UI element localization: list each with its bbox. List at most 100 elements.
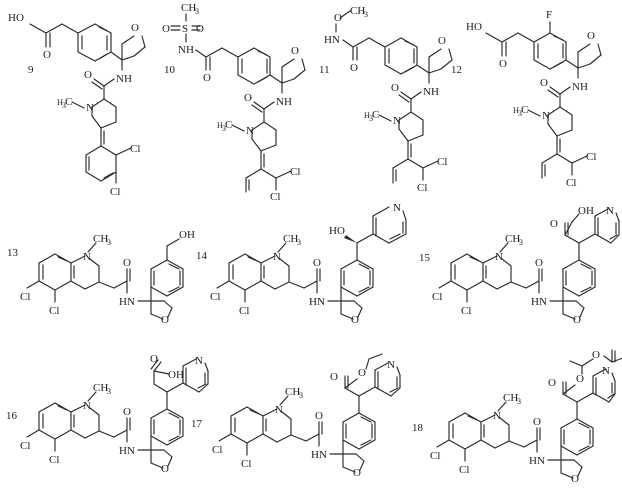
atom-label-Cl-4: Cl (130, 143, 140, 155)
structure-10: CH 3 S O O NH O (155, 0, 320, 203)
atom-label-ring-N: N (542, 110, 550, 122)
compound-label-16: 16 (6, 410, 17, 422)
atom-label-Cl-5: Cl (20, 440, 30, 452)
atom-label-amide-O: O (203, 72, 211, 84)
structure-11: O CH 3 HN O O (310, 0, 475, 200)
atom-label-Cl-4: Cl (239, 305, 249, 317)
atom-label-carbonyl-O: O (244, 92, 252, 104)
atom-label-Cl-4: Cl (49, 305, 59, 317)
atom-label-H3C-3: 3 (62, 101, 66, 110)
atom-label-Cl-5: Cl (270, 191, 280, 203)
atom-label-H3C-H: H (513, 106, 519, 115)
atom-label-pyridine-N: N (602, 365, 610, 377)
atom-label-S-O-left: O (162, 23, 170, 35)
atom-label-methoxy-O: O (334, 12, 342, 24)
atom-label-Cl-4: Cl (461, 305, 471, 317)
atom-label-Cl-4: Cl (241, 458, 251, 470)
atom-label-HN: HN (309, 296, 325, 308)
atom-label-ring-N: N (86, 102, 94, 114)
atom-label-NH: NH (116, 73, 132, 85)
atom-label-CH3-top-sub: 3 (195, 7, 199, 16)
compound-label-17: 17 (191, 418, 202, 430)
atom-label-pyridine-N: N (195, 355, 203, 367)
atom-label-pyridine-N: N (606, 205, 614, 217)
atom-label-Cl-5: Cl (110, 186, 120, 198)
atom-label-ester-O: O (576, 373, 584, 385)
atom-label-carbonyl-O: O (313, 257, 321, 269)
atom-label-CH3: CH (93, 233, 108, 245)
atom-label-HN: HN (311, 449, 327, 461)
compound-label-10: 10 (164, 64, 175, 76)
atom-label-Cl-4: Cl (437, 156, 447, 168)
atom-label-pyridine-N: N (387, 359, 395, 371)
atom-label-HN: HN (529, 455, 545, 467)
atom-label-NH: NH (276, 96, 292, 108)
atom-label-OH: OH (578, 205, 594, 217)
atom-label-Cl-5: Cl (432, 291, 442, 303)
atom-label-S: S (182, 23, 188, 35)
atom-label-oxetane-O: O (353, 467, 361, 479)
atom-label-amide-O: O (350, 62, 358, 74)
atom-label-ester-O: O (358, 367, 366, 379)
atom-label-CH3-sub: 3 (364, 10, 368, 19)
atom-label-ring-N: N (246, 125, 254, 137)
atom-label-ring-N: N (273, 251, 281, 263)
atom-label-Cl-5: Cl (430, 450, 440, 462)
atom-label-oxetane-O: O (587, 30, 595, 42)
atom-label-oxetane-O: O (438, 35, 446, 47)
atom-label-Cl-5: Cl (20, 291, 30, 303)
atom-label-NH: NH (572, 81, 588, 93)
atom-label-S-O-right: O (196, 23, 204, 35)
atom-label-ring-N: N (495, 251, 503, 263)
atom-label-O: O (499, 58, 507, 70)
compound-label-14: 14 (196, 250, 207, 262)
structure-15: Cl Cl N CH 3 O HN (432, 205, 622, 340)
atom-label-Cl-4: Cl (586, 151, 596, 163)
atom-label-F: F (546, 9, 552, 21)
atom-label-acetoxy-O: O (592, 349, 600, 361)
atom-label-CH3-sub: 3 (107, 238, 111, 247)
structure-9: HO O O (0, 0, 160, 200)
atom-label-CH3-sub: 3 (519, 238, 523, 247)
atom-label-pyridine-N: N (393, 202, 401, 214)
atom-label-H3C-3: 3 (369, 114, 373, 123)
atom-label-CH3: CH (93, 382, 108, 394)
atom-label-H3C-C: C (65, 96, 72, 108)
atom-label-CH3-sub: 3 (517, 397, 521, 406)
atom-label-HO: HO (466, 21, 482, 33)
compound-label-11: 11 (319, 64, 330, 76)
atom-label-OH: OH (168, 369, 184, 381)
atom-label-oxetane-O: O (291, 45, 299, 57)
atom-label-oxetane-O: O (161, 314, 169, 326)
atom-label-H3C-H: H (217, 121, 223, 130)
atom-label-Cl-5: Cl (566, 177, 576, 189)
atom-label-oxetane-O: O (351, 314, 359, 326)
atom-label-CH3-sub: 3 (297, 238, 301, 247)
atom-label-CH3-top: CH (181, 2, 196, 14)
atom-label-CH3: CH (283, 233, 298, 245)
structure-17: Cl Cl N CH 3 O HN (212, 348, 412, 498)
atom-label-Cl-5: Cl (212, 444, 222, 456)
atom-label-HN: HN (531, 296, 547, 308)
atom-label-O: O (43, 49, 51, 61)
atom-label-ring-N: N (83, 251, 91, 263)
compound-label-12: 12 (451, 64, 462, 76)
structure-16: Cl Cl N CH 3 O HN (20, 350, 220, 498)
atom-label-carbonyl-O: O (535, 257, 543, 269)
atom-label-carbonyl-O: O (123, 406, 131, 418)
atom-label-H3C-3: 3 (222, 124, 226, 133)
compound-label-18: 18 (412, 422, 423, 434)
atom-label-ester-dblO: O (548, 377, 556, 389)
compound-label-9: 9 (28, 64, 34, 76)
structure-18: Cl Cl N CH 3 O HN (430, 348, 622, 498)
structure-14: Cl Cl N CH 3 O HN (210, 202, 410, 340)
atom-label-ester-O: O (550, 218, 558, 230)
atom-label-ring-N: N (83, 400, 91, 412)
atom-label-acid-O: O (150, 353, 158, 365)
atom-label-H3C-C: C (521, 104, 528, 116)
atom-label-ester-dblO: O (330, 371, 338, 383)
atom-label-Cl-4: Cl (459, 464, 469, 476)
atom-label-CH3-sub: 3 (107, 387, 111, 396)
atom-label-HN: HN (324, 34, 340, 46)
atom-label-HN: HN (119, 445, 135, 457)
